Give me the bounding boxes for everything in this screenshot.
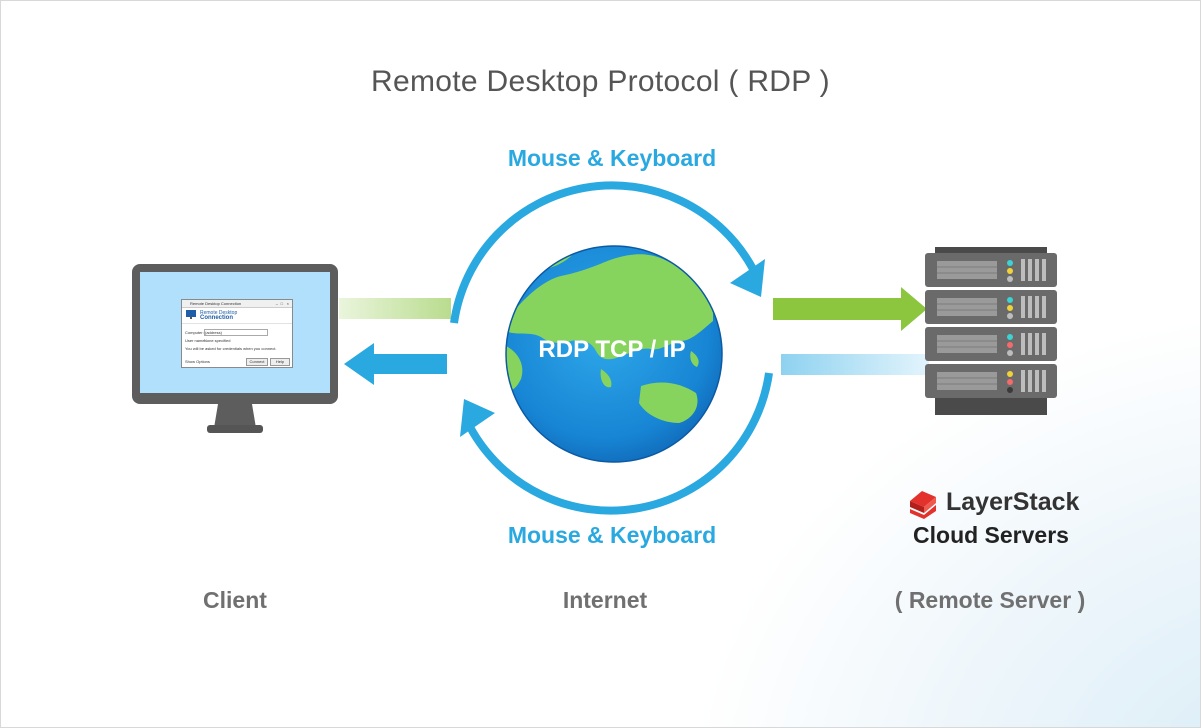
arrowhead-top-icon: [730, 259, 765, 297]
circular-arrows-icon: [450, 181, 773, 515]
client-to-internet-arrow: [339, 298, 451, 319]
close-icon[interactable]: ×: [286, 301, 289, 306]
layerstack-logo: LayerStack: [904, 487, 1104, 523]
rdp-computer-field[interactable]: (address): [204, 329, 268, 336]
rdp-computer-label: Computer:: [185, 330, 204, 335]
internet-label: Internet: [562, 587, 648, 613]
diagram-title: Remote Desktop Protocol ( RDP ): [371, 65, 830, 98]
globe-icon: [505, 245, 723, 463]
rdp-heading-large: Connection: [200, 315, 233, 321]
rdp-heading-small: Remote Desktop: [200, 310, 238, 316]
rdp-connect-button[interactable]: Connect: [246, 358, 268, 366]
rdp-dialog-window: Remote Desktop Connection – □ × Remote D…: [181, 299, 293, 368]
mouse-keyboard-label-top: Mouse & Keyboard: [507, 145, 717, 171]
maximize-icon[interactable]: □: [280, 301, 283, 306]
rdp-dialog-header: Remote Desktop Connection: [182, 308, 292, 324]
internet-to-server-arrow: [773, 287, 927, 331]
brand-name: LayerStack: [946, 488, 1080, 516]
client-label: Client: [203, 587, 267, 613]
rdp-show-options[interactable]: Show Options: [185, 359, 210, 364]
rdp-username-label: User name:: [185, 338, 206, 343]
rdp-help-button[interactable]: Help: [270, 358, 290, 366]
rdp-dialog-title: Remote Desktop Connection: [190, 301, 242, 306]
minimize-icon[interactable]: –: [275, 301, 278, 306]
layerstack-logo-icon: [910, 491, 936, 519]
server-rack-icon: [925, 247, 1057, 415]
server-to-internet-arrow: [781, 354, 929, 375]
internet-to-client-arrow: [344, 343, 447, 385]
arrowhead-bottom-icon: [460, 399, 495, 437]
rdp-monitor-icon: [186, 310, 196, 319]
rdp-dialog-titlebar: Remote Desktop Connection – □ ×: [182, 300, 292, 308]
rdp-credentials-note: You will be asked for credentials when y…: [185, 346, 277, 351]
globe-label: RDP TCP / IP: [538, 336, 686, 363]
mouse-keyboard-label-bottom: Mouse & Keyboard: [507, 522, 717, 548]
remote-server-label: ( Remote Server ): [894, 587, 1086, 613]
rdp-username-value: None specified: [204, 338, 231, 343]
brand-tagline: Cloud Servers: [913, 522, 1069, 548]
